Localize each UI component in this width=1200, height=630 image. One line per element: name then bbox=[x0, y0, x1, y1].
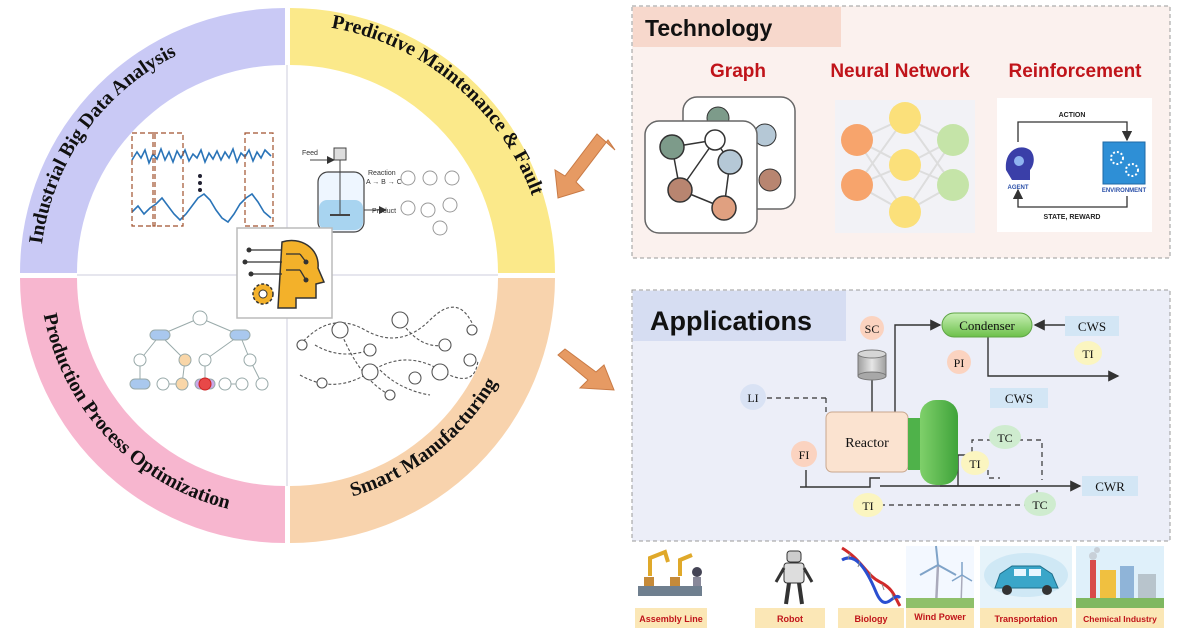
arrow-to-applications bbox=[557, 348, 615, 391]
technology-title-bg bbox=[633, 7, 841, 47]
tag-pi: PI bbox=[954, 356, 965, 370]
quadrant-predictive bbox=[290, 8, 555, 273]
quadrant-smart bbox=[290, 278, 555, 543]
tile-robot bbox=[772, 546, 818, 608]
rl-agent-label: AGENT bbox=[1008, 185, 1029, 191]
rl-state-reward-label: STATE, REWARD bbox=[1044, 214, 1101, 221]
reactor-equation-label: A → B → C bbox=[366, 179, 402, 186]
tile-label-wind-power: Wind Power bbox=[914, 612, 966, 622]
reinforcement-loop-icon: ACTION STATE, REWARD AGENT ENVIRONMENT bbox=[997, 98, 1152, 232]
tag-cwr: CWR bbox=[1095, 479, 1125, 494]
applications-title-bg bbox=[633, 291, 846, 341]
reactor-feed-label: Feed bbox=[302, 150, 318, 157]
tag-ti-mid: TI bbox=[969, 457, 980, 471]
reactor-reaction-label: Reaction bbox=[368, 170, 396, 177]
tag-cws-mid: CWS bbox=[1005, 391, 1033, 406]
tag-ti-bottom: TI bbox=[862, 499, 873, 513]
ai-brain-gear-icon bbox=[236, 227, 333, 319]
tile-biology bbox=[838, 546, 902, 608]
application-tiles: Assembly Line Robot Biology Wind Power T… bbox=[635, 545, 1164, 628]
tag-sc: SC bbox=[865, 322, 880, 336]
process-tags: SC CWS PI TI LI CWS FI TC TI CWR TI TC bbox=[740, 316, 1138, 517]
applications-title: Applications bbox=[650, 306, 812, 336]
tile-assembly-line bbox=[635, 546, 705, 608]
tag-tc-upper: TC bbox=[997, 431, 1012, 445]
tile-wind-power bbox=[906, 545, 974, 608]
tech-label-graph: Graph bbox=[710, 61, 766, 82]
tech-label-reinforcement: Reinforcement bbox=[1008, 61, 1142, 82]
rl-environment-label: ENVIRONMENT bbox=[1102, 188, 1147, 194]
time-series-sketch bbox=[131, 132, 274, 227]
tag-ti-right: TI bbox=[1082, 347, 1093, 361]
tag-tc-lower: TC bbox=[1032, 498, 1047, 512]
tile-label-transportation: Transportation bbox=[994, 614, 1057, 624]
heat-exchanger-jacket bbox=[908, 400, 958, 485]
tile-chemical-industry bbox=[1076, 546, 1164, 608]
condenser-label: Condenser bbox=[959, 318, 1015, 333]
rl-action-label: ACTION bbox=[1059, 112, 1086, 119]
tile-transportation bbox=[980, 546, 1072, 608]
tag-fi: FI bbox=[799, 448, 810, 462]
neural-network-icon bbox=[835, 100, 975, 233]
arrow-from-technology bbox=[554, 133, 616, 199]
graph-network-icon bbox=[644, 96, 796, 234]
tag-cws-top: CWS bbox=[1078, 319, 1106, 334]
tile-label-robot: Robot bbox=[777, 614, 803, 624]
tile-label-assembly-line: Assembly Line bbox=[639, 614, 703, 624]
quadrant-production bbox=[20, 278, 285, 543]
quadrant-big-data bbox=[20, 8, 285, 273]
reactor-label: Reactor bbox=[845, 436, 889, 451]
tile-label-biology: Biology bbox=[855, 614, 888, 624]
reactor-product-label: Product bbox=[372, 208, 396, 215]
reactor-sketch: Feed Reaction A → B → C Product bbox=[302, 147, 460, 236]
smart-network-sketch bbox=[296, 306, 479, 401]
tile-label-chemical-industry: Chemical Industry bbox=[1083, 614, 1157, 624]
tag-li: LI bbox=[747, 391, 758, 405]
condenser-vessel bbox=[941, 312, 1033, 338]
storage-cylinder bbox=[857, 349, 887, 381]
process-dag-sketch bbox=[129, 310, 269, 391]
technology-title: Technology bbox=[645, 15, 773, 41]
tech-label-neural-network: Neural Network bbox=[830, 61, 970, 82]
